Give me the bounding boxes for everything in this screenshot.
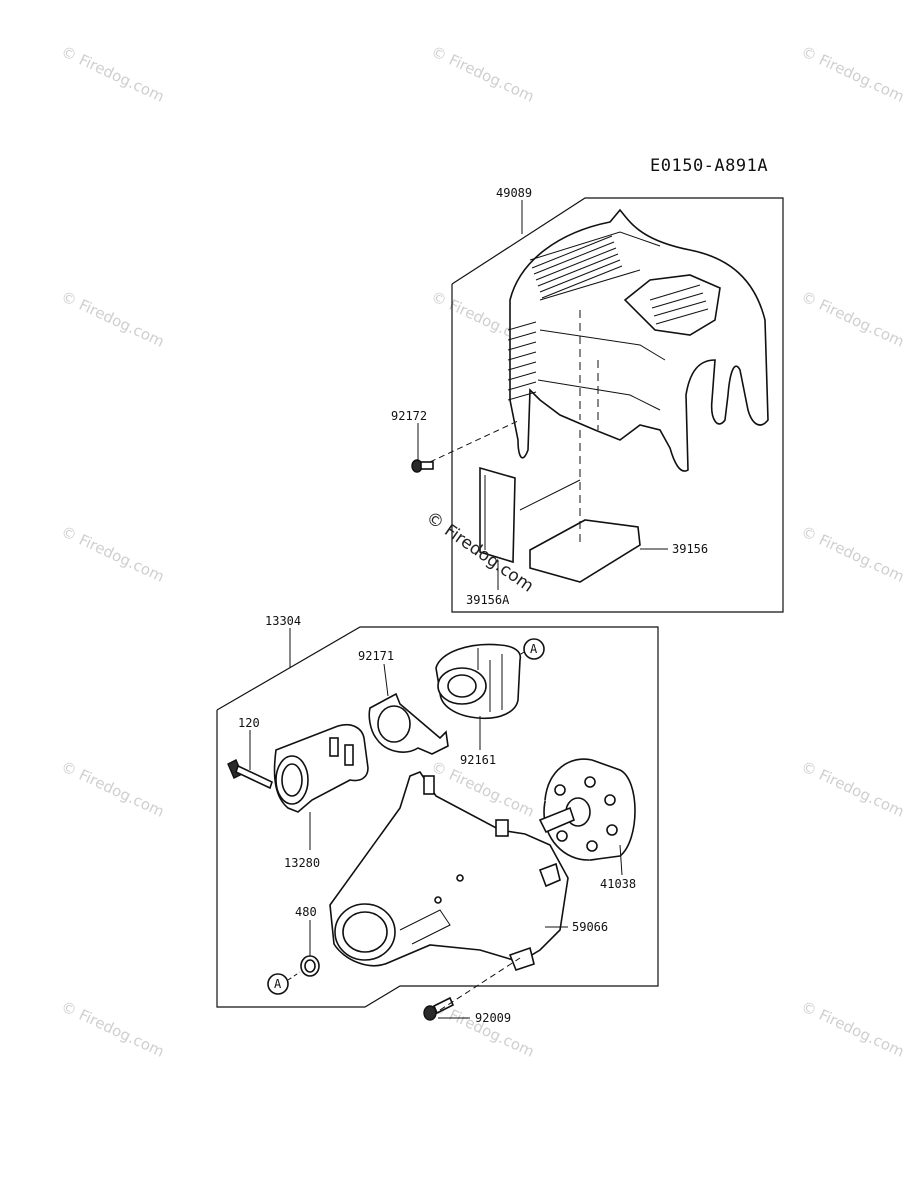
watermark-text: © Firedog.com: [798, 42, 907, 105]
sticker-39156: [529, 519, 641, 583]
watermark-text: © Firedog.com: [798, 997, 907, 1060]
watermark-text: © Firedog.com: [58, 522, 167, 585]
callout-a-top: A: [523, 638, 545, 660]
label-13304: 13304: [265, 614, 301, 628]
callout-a-bottom: A: [267, 973, 289, 995]
sticker-39156a: [479, 466, 516, 564]
band-92171: [368, 692, 449, 755]
label-480: 480: [295, 905, 317, 919]
watermark-text: © Firedog.com: [58, 42, 167, 105]
diagram-code: E0150-A891A: [650, 156, 768, 176]
label-39156a: 39156A: [466, 593, 510, 607]
screw-92172: [411, 459, 434, 473]
svg-text:A: A: [274, 977, 282, 991]
label-13280: 13280: [284, 856, 320, 870]
case-group: 13304 A 92161 92171 1: [216, 614, 659, 1008]
label-49089: 49089: [496, 186, 532, 200]
clutch-drum-41038: [538, 758, 636, 861]
side-grille: [507, 321, 537, 401]
label-39156: 39156: [672, 542, 708, 556]
label-92171: 92171: [358, 649, 394, 663]
bushing-92161: [435, 643, 522, 720]
cover-assembly-frame: [451, 197, 784, 613]
watermark-text: © Firedog.com: [428, 42, 537, 105]
holder-13280: [273, 723, 369, 813]
watermark-text: © Firedog.com: [798, 287, 907, 350]
screw-92009: [423, 996, 455, 1021]
circlip-480: [300, 955, 320, 977]
recess-grille: [649, 284, 709, 325]
watermark-text: © Firedog.com: [58, 757, 167, 820]
leader-41038: [619, 844, 623, 876]
svg-text:A: A: [530, 642, 538, 656]
bolt-120: [227, 759, 273, 790]
watermark-text: © Firedog.com: [798, 757, 907, 820]
watermark-text: © Firedog.com: [58, 287, 167, 350]
label-92161: 92161: [460, 753, 496, 767]
leader-92171: [383, 663, 389, 697]
watermark-text: © Firedog.com: [58, 997, 167, 1060]
watermark-text: © Firedog.com: [798, 522, 907, 585]
label-59066: 59066: [572, 920, 608, 934]
cover-group: 49089: [391, 186, 784, 613]
housing-59066: [329, 771, 569, 971]
label-92172: 92172: [391, 409, 427, 423]
case-assembly-frame: [216, 626, 659, 1008]
label-41038: 41038: [600, 877, 636, 891]
engine-cover: [507, 208, 769, 472]
label-120: 120: [238, 716, 260, 730]
label-92009: 92009: [475, 1011, 511, 1025]
top-grille: [531, 235, 623, 299]
